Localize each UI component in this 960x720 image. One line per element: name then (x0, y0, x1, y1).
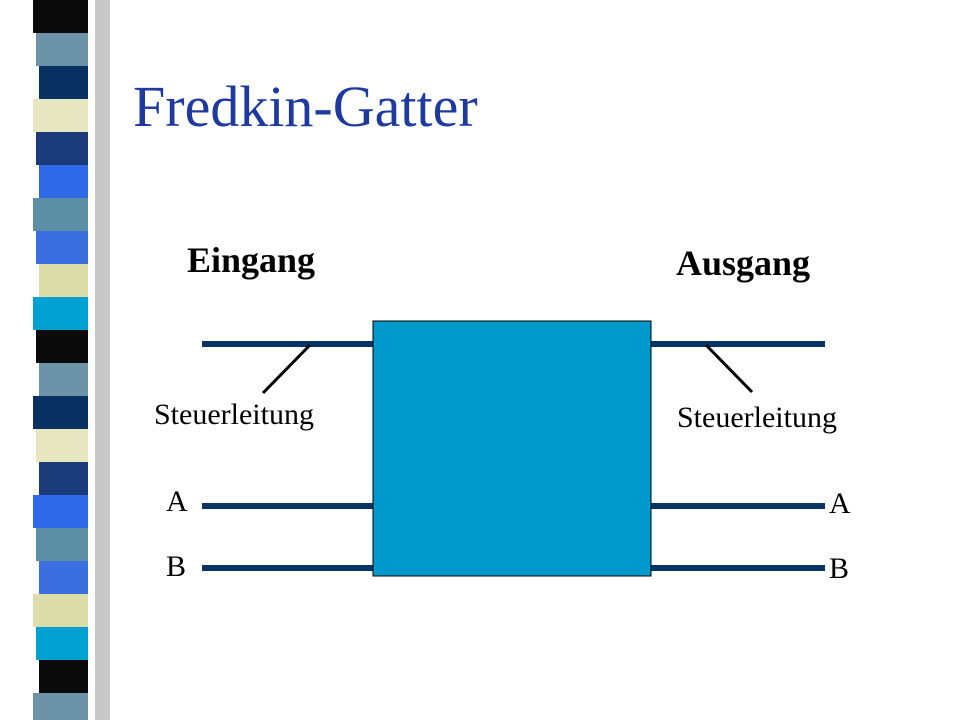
sidebar-stripe (39, 165, 88, 198)
output-a-label: A (829, 487, 851, 520)
gate-box (372, 320, 652, 577)
slide-title: Fredkin-Gatter (133, 74, 478, 139)
sidebar-stripe (39, 561, 88, 594)
output-heading: Ausgang (676, 243, 810, 283)
sidebar-stripe (39, 462, 88, 495)
output-control-pointer (704, 343, 754, 394)
output-control-label: Steuerleitung (677, 401, 837, 434)
sidebar-stripe (33, 198, 88, 231)
sidebar-stripe (36, 528, 88, 561)
decorative-sidebar (33, 0, 110, 720)
sidebar-stripe (39, 66, 88, 99)
input-control-label: Steuerleitung (154, 398, 314, 431)
sidebar-stripe (33, 693, 88, 720)
sidebar-stripe (39, 660, 88, 693)
sidebar-stripe (33, 0, 88, 33)
input-b-label: B (166, 550, 186, 583)
sidebar-stripe (33, 297, 88, 330)
sidebar-stripe (33, 594, 88, 627)
sidebar-stripe (33, 495, 88, 528)
output-b-label: B (829, 552, 849, 585)
sidebar-stripe (33, 396, 88, 429)
input-heading: Eingang (187, 240, 315, 280)
input-control-pointer (261, 343, 312, 395)
sidebar-stripe (36, 231, 88, 264)
sidebar-stripe (36, 627, 88, 660)
sidebar-stripe (36, 330, 88, 363)
sidebar-stripe (39, 363, 88, 396)
input-a-label: A (166, 485, 188, 518)
sidebar-stripe (33, 99, 88, 132)
sidebar-stripes (33, 0, 88, 720)
sidebar-stripe (36, 33, 88, 66)
sidebar-stripe (36, 132, 88, 165)
sidebar-stripe (39, 264, 88, 297)
sidebar-stripe (36, 429, 88, 462)
